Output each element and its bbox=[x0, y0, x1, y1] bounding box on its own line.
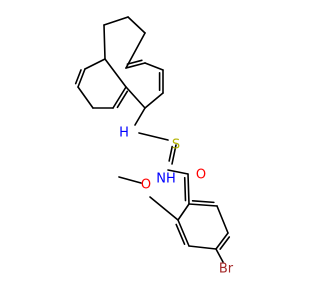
bond-22 bbox=[188, 245, 217, 250]
bond-16 bbox=[138, 132, 169, 141]
double-bond-3 bbox=[126, 59, 143, 65]
double-bond-0 bbox=[74, 69, 82, 85]
amide-nh-label: NH bbox=[156, 172, 176, 187]
sulfur-atom-label: S bbox=[172, 138, 180, 153]
double-bond-7 bbox=[219, 236, 231, 250]
molecule-structure: S H NH O O Br bbox=[74, 16, 234, 277]
bond-25 bbox=[188, 203, 218, 207]
bond-0 bbox=[103, 16, 129, 26]
carbonyl-oxygen-label: O bbox=[196, 168, 206, 183]
double-bond-6 bbox=[175, 223, 186, 246]
bond-11 bbox=[144, 62, 164, 71]
bond-18 bbox=[167, 169, 189, 175]
double-bond-8 bbox=[191, 200, 215, 204]
bond-layer bbox=[74, 16, 231, 263]
bond-13 bbox=[144, 92, 164, 109]
bond-17 bbox=[171, 144, 177, 165]
bond-4 bbox=[84, 58, 106, 70]
bond-5 bbox=[77, 68, 86, 88]
structure-canvas: S H NH O O Br bbox=[74, 16, 234, 277]
bond-14 bbox=[125, 86, 146, 109]
bond-6 bbox=[77, 86, 94, 109]
double-bond-4 bbox=[168, 145, 173, 162]
bond-8 bbox=[112, 86, 127, 109]
bromine-atom-label: Br bbox=[219, 262, 234, 277]
bond-2 bbox=[125, 32, 146, 69]
double-bond-5 bbox=[183, 176, 187, 202]
methoxy-oxygen-label: O bbox=[141, 178, 151, 193]
bond-19 bbox=[187, 173, 190, 205]
bond-9 bbox=[104, 58, 127, 88]
bond-27 bbox=[118, 176, 142, 184]
bond-20 bbox=[177, 203, 190, 221]
bond-3 bbox=[103, 24, 106, 60]
bond-26 bbox=[149, 196, 179, 221]
atom-label-layer: S H NH O O Br bbox=[119, 126, 234, 277]
bond-10 bbox=[125, 62, 146, 69]
bond-15 bbox=[134, 107, 146, 126]
double-bond-1 bbox=[116, 90, 129, 109]
amine-nh-label: H bbox=[119, 126, 129, 141]
bond-24 bbox=[216, 205, 229, 234]
bond-1 bbox=[127, 16, 146, 34]
bond-28 bbox=[215, 248, 224, 263]
bond-21 bbox=[177, 219, 190, 247]
bond-23 bbox=[215, 232, 229, 250]
